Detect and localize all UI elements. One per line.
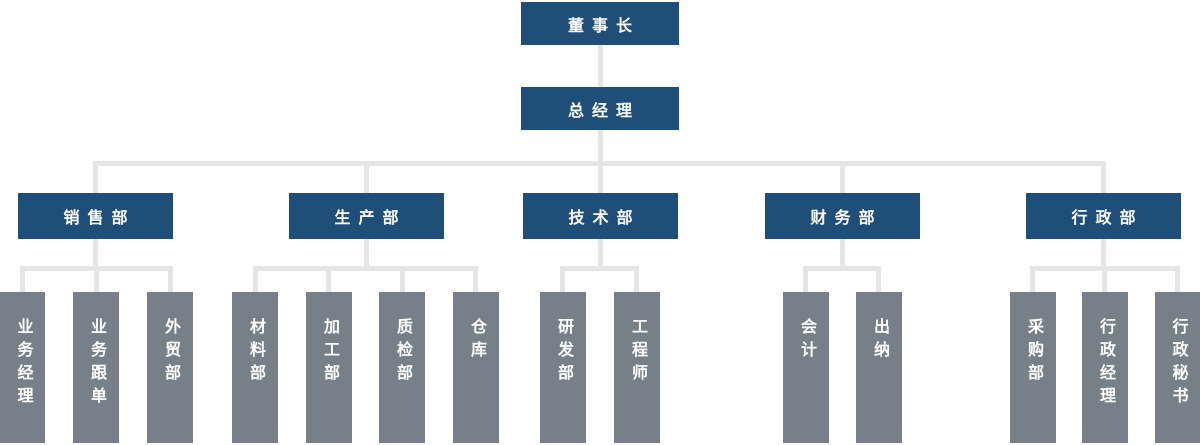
connector <box>473 266 478 297</box>
org-node-admin-secretary: 行政秘书 <box>1155 292 1200 443</box>
connector <box>400 266 405 297</box>
connector <box>560 266 565 297</box>
connector <box>364 161 369 197</box>
org-node-purchasing-dept: 采购部 <box>1010 292 1056 443</box>
org-node-quality-inspection-dept: 质检部 <box>379 292 425 443</box>
connector <box>168 266 173 297</box>
connector <box>1175 266 1180 297</box>
org-node-technology-dept: 技术部 <box>523 193 678 239</box>
connector <box>803 266 808 297</box>
connector <box>1031 266 1179 271</box>
connector <box>840 235 845 271</box>
connector <box>598 126 603 166</box>
org-node-production-dept: 生产部 <box>289 193 444 239</box>
connector <box>93 235 98 271</box>
org-node-chairman: 董事长 <box>521 2 679 45</box>
connector <box>876 266 881 297</box>
connector <box>94 266 99 297</box>
connector <box>1101 235 1106 271</box>
connector <box>253 266 477 271</box>
org-node-rnd-dept: 研发部 <box>540 292 586 443</box>
org-node-admin-manager: 行政经理 <box>1082 292 1128 443</box>
org-node-materials-dept: 材料部 <box>232 292 278 443</box>
org-node-label: 加工部 <box>321 318 338 387</box>
org-node-label: 仓库 <box>468 318 485 364</box>
connector <box>804 266 881 271</box>
org-node-processing-dept: 加工部 <box>306 292 352 443</box>
org-node-label: 质检部 <box>394 318 411 387</box>
org-node-business-merchandiser: 业务跟单 <box>73 292 119 443</box>
org-node-label: 行政秘书 <box>1169 318 1187 410</box>
org-node-label: 研发部 <box>555 318 572 387</box>
connector <box>1101 161 1106 197</box>
org-node-admin-dept: 行政部 <box>1026 193 1181 239</box>
org-node-business-manager: 业务经理 <box>0 292 45 443</box>
connector <box>598 41 603 91</box>
connector <box>93 161 98 197</box>
org-node-label: 业务跟单 <box>88 318 105 410</box>
org-node-engineer: 工程师 <box>614 292 660 443</box>
org-node-general-manager: 总经理 <box>521 87 679 130</box>
org-node-warehouse: 仓库 <box>453 292 499 443</box>
org-node-label: 行政经理 <box>1097 318 1114 410</box>
connector <box>21 266 171 271</box>
connector <box>253 266 258 297</box>
connector <box>326 266 331 297</box>
connector <box>1030 266 1035 297</box>
org-node-label: 出纳 <box>871 318 888 364</box>
org-node-label: 采购部 <box>1025 318 1042 387</box>
connector <box>1102 266 1107 297</box>
connector <box>364 235 369 271</box>
connector <box>598 235 603 271</box>
org-node-label: 工程师 <box>629 318 646 387</box>
org-node-foreign-trade-dept: 外贸部 <box>147 292 193 443</box>
connector <box>634 266 639 297</box>
org-node-label: 外贸部 <box>162 318 179 387</box>
org-node-cashier: 出纳 <box>856 292 902 443</box>
connector <box>598 161 603 197</box>
org-node-label: 材料部 <box>247 318 264 387</box>
connector <box>840 161 845 197</box>
org-node-sales-dept: 销售部 <box>18 193 173 239</box>
org-node-accountant: 会计 <box>783 292 829 443</box>
connector <box>20 266 25 297</box>
connector <box>561 266 639 271</box>
org-node-finance-dept: 财务部 <box>765 193 920 239</box>
org-node-label: 会计 <box>798 318 815 364</box>
org-node-label: 业务经理 <box>14 318 32 410</box>
